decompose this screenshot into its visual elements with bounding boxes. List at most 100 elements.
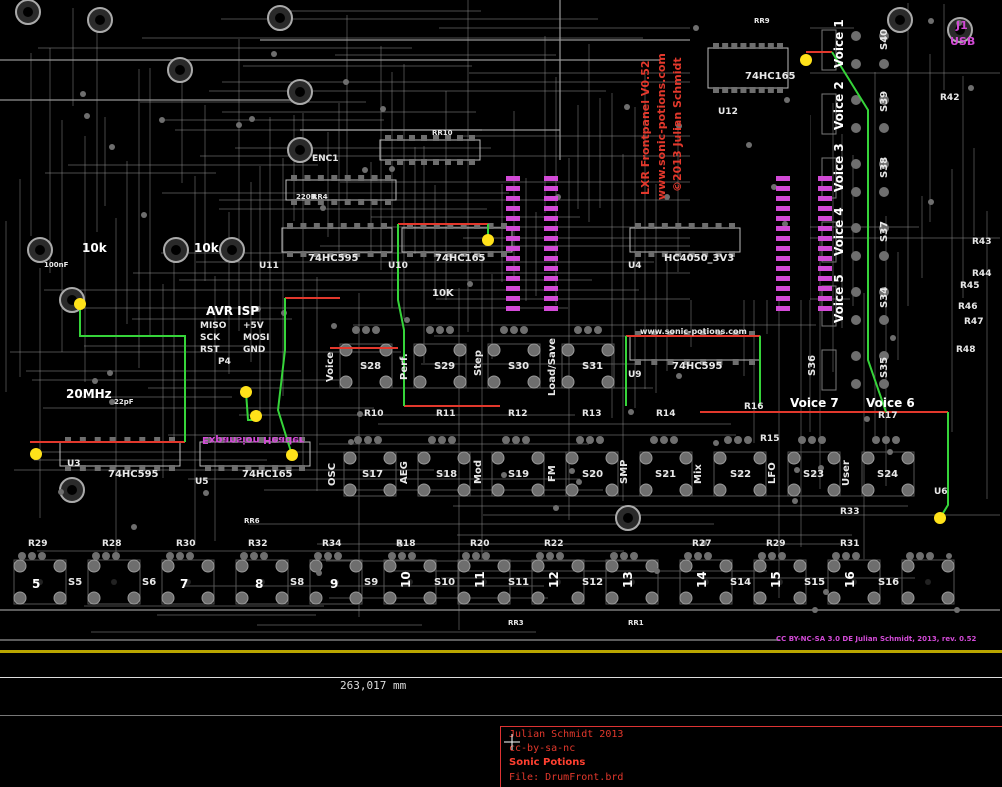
ic-pad [218,465,225,471]
step-number: 8 [255,577,264,591]
ic-pad [651,359,658,365]
led-pad [852,552,860,560]
ic-pad [777,87,783,93]
pad-small [628,409,634,415]
ic-pad [154,465,161,471]
ic-pad [433,251,440,257]
switch-pad [275,591,289,605]
switch-pad [275,559,289,573]
pad-name-tag [506,286,520,291]
board-url: www.sonic-potions.com [655,53,668,200]
pcb-canvas[interactable]: LXR Frontpanel V0.52 www.sonic-potions.c… [0,0,1002,650]
ic-pad [327,251,334,257]
led-pad [596,436,604,444]
switch-pad [53,559,67,573]
switch-pad [793,591,807,605]
chip-label: 74HC595 [108,469,159,480]
switch-label: S10 [434,577,456,588]
switch-center [663,471,669,477]
switch-pad [901,451,915,465]
pad-small [576,479,582,485]
switch-pad [879,351,889,361]
ic-pad [740,87,747,93]
ic-outline [281,227,393,253]
title-project: Sonic Potions [509,757,586,768]
led-pad [374,436,382,444]
rled-ref: R48 [956,345,976,355]
ic-pad [304,175,311,181]
pad-small [255,306,261,312]
pot-label: 10k [194,241,219,255]
switch-pad [235,591,249,605]
ic-pad [688,223,695,229]
res-value: 220R [296,193,317,201]
led-pad [522,436,530,444]
title-license: cc-by-sa-nc [509,743,576,754]
ic-outline [199,441,311,467]
pad-drill [35,245,45,255]
pad-name-tag [544,276,558,281]
chip-ref: U6 [934,487,948,497]
ic-pad [635,251,641,257]
switch-pad [679,559,693,573]
chip-ref: U5 [195,477,209,487]
ic-pad [651,331,658,337]
switch-center [925,579,931,585]
led-pad [594,326,602,334]
pad-small [654,568,660,574]
switch-pad [851,59,861,69]
mode-smp-label: SMP [619,459,630,484]
switch-pad [235,559,249,573]
switch-pad [527,343,541,357]
ic-pad [367,223,374,229]
rled-ref: R32 [248,539,268,549]
ic-pad [715,251,722,257]
switch-outline [605,559,659,605]
switch-pad [851,95,861,105]
ic-pad [702,223,709,229]
pad-small [141,212,147,218]
rr-ref: RR4 [312,193,328,201]
title-block: Julian Schmidt 2013 cc-by-sa-nc Sonic Po… [500,726,1002,787]
switch-pad [753,483,767,497]
ic-pad [344,175,351,181]
pad-small [107,370,113,376]
pad-name-tag [818,296,832,301]
led-pad [574,326,582,334]
ratsnest-green [831,51,887,413]
pad-name-tag [544,196,558,201]
drill-marker [800,54,812,66]
switch-pad [13,591,27,605]
pad-name-tag [818,306,832,311]
res-label: 10K [432,288,454,299]
led-pad [872,436,880,444]
pad-name-tag [506,276,520,281]
switch-outline [343,451,397,497]
pad-name-tag [776,266,790,271]
ic-pad [291,175,297,181]
led-pad [556,552,564,560]
pad-name-tag [506,256,520,261]
ic-pad [767,43,774,49]
pad-name-tag [544,236,558,241]
switch-center [185,579,191,585]
voice-1-label: Voice 1 [832,19,846,68]
cap-label: 22pF [114,398,134,406]
mode-loadsave-label: Load/Save [547,337,558,396]
ic-pad [94,437,101,443]
isp-pin-rst: RST [200,345,220,355]
step-number: 10 [399,571,413,588]
ic-pad [433,223,440,229]
chip-ref: U10 [388,261,408,271]
led-pad [260,552,268,560]
ic-pad [287,223,293,229]
encoder-label: ENC1 [312,154,339,164]
pad-small [404,317,410,323]
pad-name-tag [506,176,520,181]
switch-pad [639,483,653,497]
switch-label: S14 [730,577,752,588]
switch-pad [713,451,727,465]
voice-7-label: Voice 7 [790,396,839,410]
rled-ref: R11 [436,409,456,419]
pad-name-tag [818,266,832,271]
